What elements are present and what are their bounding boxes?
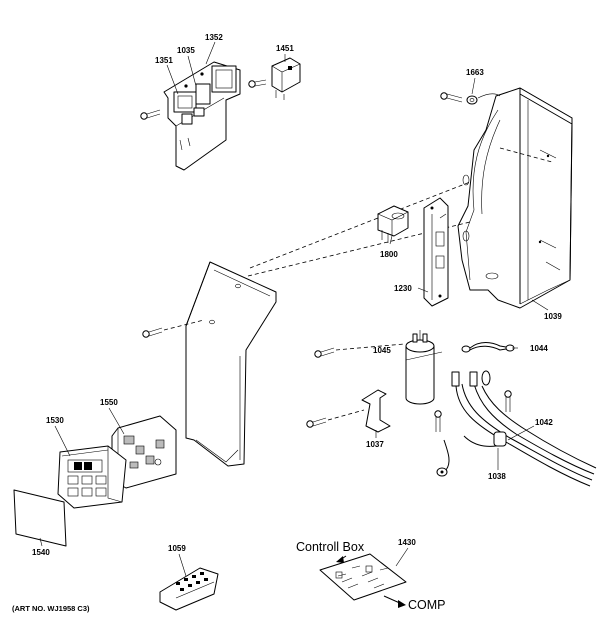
label-1663: 1663 [466,68,484,77]
label-1035: 1035 [177,46,195,55]
art-number: (ART NO. WJ1958 C3) [12,604,90,613]
screws [140,79,512,432]
main-control-board [163,61,241,171]
jumper-wire [461,342,515,353]
controll-box-label: Controll Box [296,540,365,554]
label-1044: 1044 [530,344,548,353]
screw-6 [306,417,327,428]
screw-3 [440,92,463,103]
assembly-line-cover [249,181,471,269]
assembly-line-cap-screw [335,343,405,351]
label-1059: 1059 [168,544,186,553]
relay-part [377,205,409,243]
assembly-line-bracket-screw [327,409,365,421]
label-1430: 1430 [398,538,416,547]
leader-lines [39,41,549,577]
label-1352: 1352 [205,33,223,42]
relay-1451 [271,57,301,100]
capacitor [405,330,435,405]
assembly-line-box [499,147,553,163]
screw-7 [434,410,442,432]
label-1038: 1038 [488,472,506,481]
label-1550: 1550 [100,398,118,407]
screw-8 [504,390,512,412]
label-1451: 1451 [276,44,294,53]
mounting-bracket [423,197,449,307]
screw-1 [140,109,161,120]
screw-2 [248,79,267,88]
label-1351: 1351 [155,56,173,65]
control-box-enclosure [457,87,573,309]
label-1039: 1039 [544,312,562,321]
wiring-label-sheet [319,553,407,608]
front-panel-sheet [13,489,67,547]
display-board [111,415,177,489]
control-panel [57,445,127,509]
screw-4 [142,327,163,338]
label-1037: 1037 [366,440,384,449]
strap-bracket [361,389,391,433]
label-1042: 1042 [535,418,553,427]
label-1540: 1540 [32,548,50,557]
screw-5 [314,347,335,358]
label-1800: 1800 [380,250,398,259]
remote-control [159,567,219,611]
label-1530: 1530 [46,416,64,425]
comp-label: COMP [408,598,446,612]
washer-part [466,93,501,105]
label-1045: 1045 [373,346,391,355]
wire-harness [436,370,597,487]
front-cover-panel [185,261,277,467]
label-1230: 1230 [394,284,412,293]
